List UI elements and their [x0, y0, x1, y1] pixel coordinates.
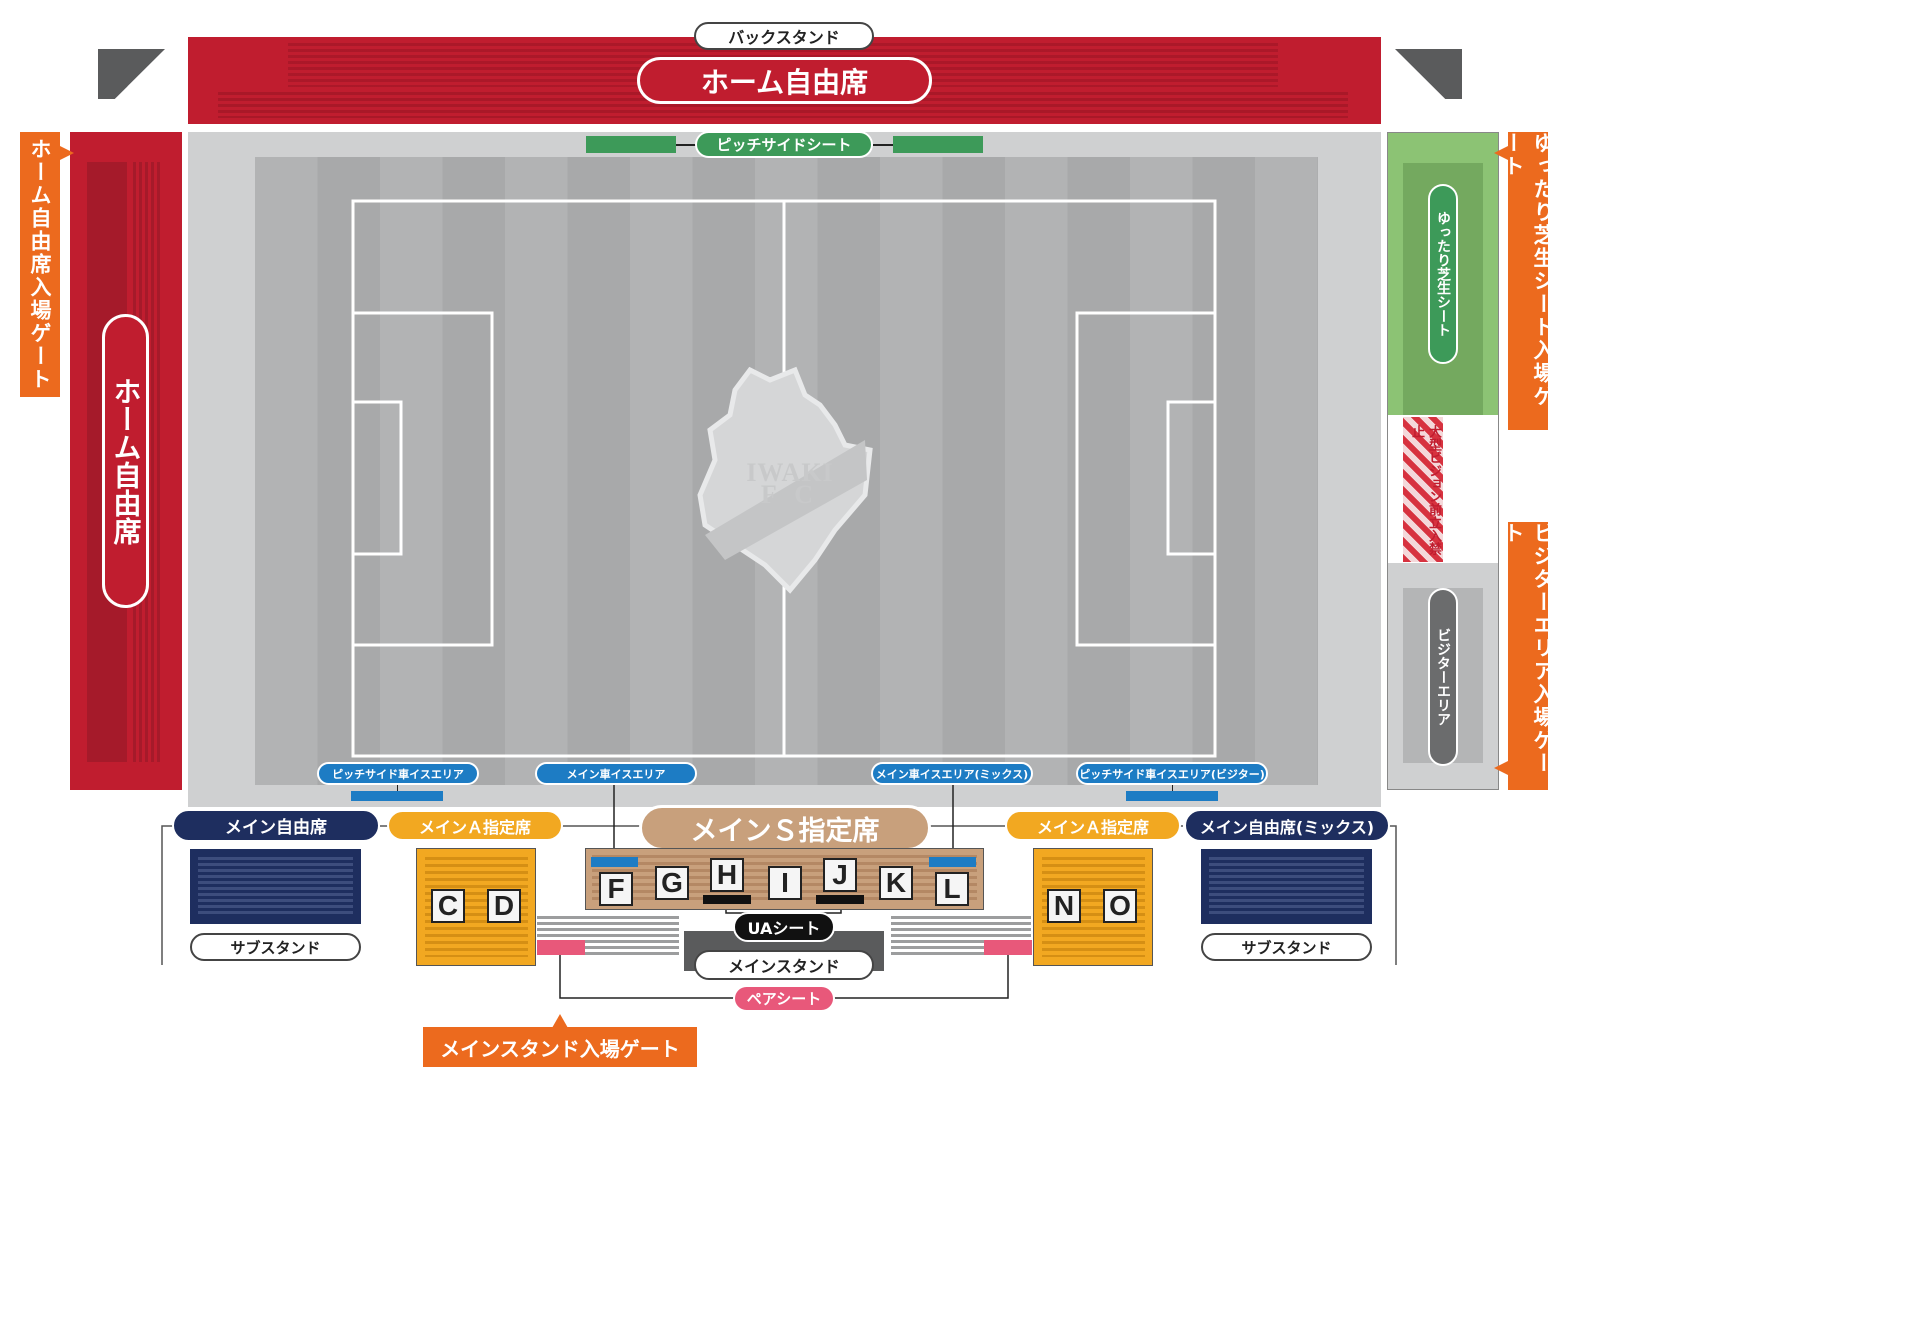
- main-free-mix-label: メイン自由席(ミックス): [1184, 809, 1390, 842]
- main-gate-arrow: [552, 1014, 568, 1028]
- ua-seat-label: UAシート: [733, 912, 835, 942]
- main-a-left-label: メインＡ指定席: [387, 810, 563, 841]
- home-free-seat-back-label[interactable]: ホーム自由席: [637, 57, 932, 104]
- block-n[interactable]: N: [1047, 889, 1081, 923]
- home-side-stand[interactable]: [70, 132, 182, 790]
- sub-stand-right-label: サブスタンド: [1201, 933, 1372, 961]
- home-side-label: ホーム自由席: [102, 314, 149, 608]
- main-free-seat-rows: [198, 857, 353, 915]
- club-logo-text-2: F C: [760, 480, 820, 509]
- main-s-label: メインＳ指定席: [639, 805, 931, 851]
- sub-stand-left-label: サブスタンド: [190, 933, 361, 961]
- pitchside-arrow-right: [873, 144, 893, 146]
- pair-seat-left[interactable]: [537, 940, 585, 955]
- main-a-right-label: メインＡ指定席: [1005, 810, 1181, 841]
- no-entry-zone: [1403, 417, 1443, 562]
- home-gate-arrow: [60, 146, 74, 160]
- wheelchair-pitchside-home-line: [397, 785, 398, 791]
- wheelchair-main-area[interactable]: [591, 857, 638, 867]
- block-g[interactable]: G: [655, 866, 689, 900]
- lawn-gate-arrow: [1494, 146, 1508, 160]
- no-entry-label: 大型ビジョン前立入禁止: [1409, 425, 1441, 555]
- block-i[interactable]: I: [768, 866, 802, 900]
- wheelchair-pitchside-home-area[interactable]: [351, 791, 443, 801]
- wheelchair-main-label: メイン車イスエリア: [535, 762, 697, 785]
- lawn-seat-label: ゆったり芝生シート: [1428, 184, 1458, 364]
- pair-seat-right[interactable]: [984, 940, 1032, 955]
- wheelchair-pitchside-visitor-line: [1172, 785, 1173, 791]
- block-l[interactable]: L: [935, 872, 969, 906]
- pair-seat-label: ペアシート: [733, 985, 835, 1012]
- main-stand-gate[interactable]: メインスタンド入場ゲート: [423, 1027, 697, 1067]
- wheelchair-main-mix-label: メイン車イスエリア(ミックス): [871, 762, 1033, 785]
- pitchside-seat-right[interactable]: [893, 136, 983, 153]
- main-free-mix-rows: [1209, 857, 1364, 915]
- club-logo: IWAKI F C: [695, 365, 875, 595]
- club-logo-text-1: IWAKI: [746, 458, 834, 487]
- pitchside-seat-label: ピッチサイドシート: [695, 131, 873, 158]
- wheelchair-pitchside-visitor-label: ピッチサイド車イスエリア(ビジター): [1076, 762, 1268, 785]
- visitor-area-label: ビジターエリア: [1428, 588, 1458, 766]
- club-logo-shape: [697, 366, 873, 594]
- ua-seat-right[interactable]: [816, 895, 864, 904]
- block-o[interactable]: O: [1103, 889, 1137, 923]
- home-free-seat-gate[interactable]: ホーム自由席入場ゲート: [20, 132, 60, 397]
- block-j[interactable]: J: [823, 858, 857, 892]
- back-stand-label: バックスタンド: [694, 22, 874, 50]
- pitchside-arrow-left: [676, 144, 696, 146]
- pitchside-seat-left[interactable]: [586, 136, 676, 153]
- main-stand-label: メインスタンド: [694, 950, 874, 980]
- ua-seat-left[interactable]: [703, 895, 751, 904]
- block-h[interactable]: H: [710, 858, 744, 892]
- wheelchair-pitchside-home-label: ピッチサイド車イスエリア: [317, 762, 479, 785]
- lawn-seat-gate[interactable]: ゆったり芝生シート入場ゲート: [1501, 132, 1555, 430]
- wheelchair-pitchside-visitor-area[interactable]: [1126, 791, 1218, 801]
- visitor-gate-arrow: [1494, 761, 1508, 775]
- block-c[interactable]: C: [431, 889, 465, 923]
- main-free-mix-block[interactable]: [1201, 849, 1372, 924]
- block-k[interactable]: K: [879, 866, 913, 900]
- main-free-seat-block[interactable]: [190, 849, 361, 924]
- wheelchair-main-mix-area[interactable]: [929, 857, 976, 867]
- block-d[interactable]: D: [487, 889, 521, 923]
- block-f[interactable]: F: [599, 872, 633, 906]
- main-free-seat-label: メイン自由席: [172, 809, 380, 842]
